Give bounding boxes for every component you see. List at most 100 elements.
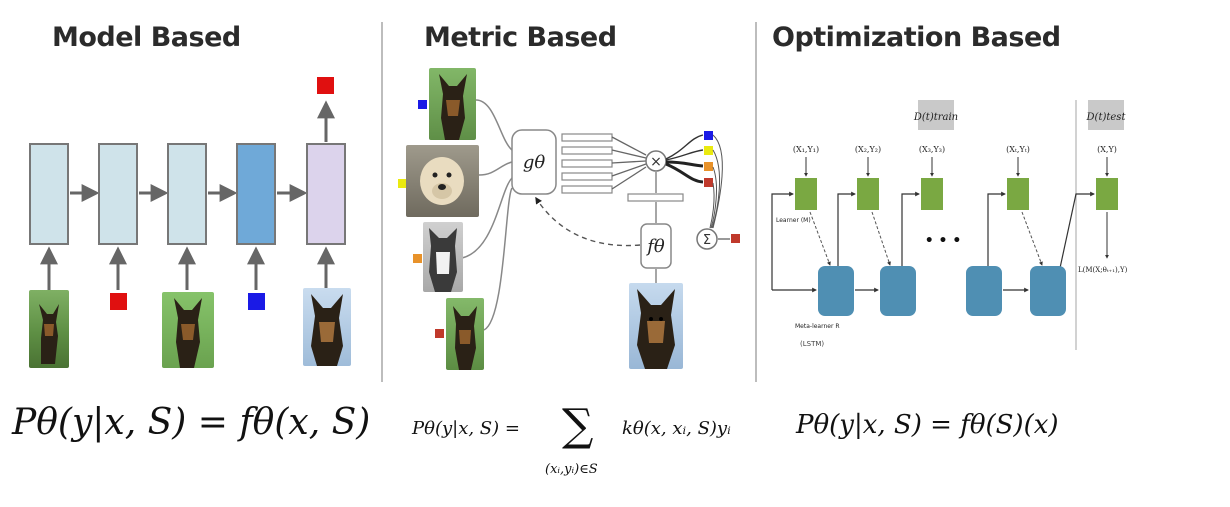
meta-learner-box-4 — [1030, 266, 1066, 316]
embedding-bar-1 — [561, 133, 613, 142]
output-label-square — [317, 77, 334, 94]
dog-photo-model-2 — [162, 292, 214, 368]
d-train-box — [918, 100, 954, 130]
theta-input-2 — [837, 191, 856, 268]
section-divider-1 — [381, 22, 383, 382]
sum-symbol: Σ — [703, 233, 711, 248]
sum-link-2 — [711, 149, 721, 229]
rnn-chain — [29, 77, 346, 310]
support-label-orange — [413, 254, 422, 263]
link-to-multiply-3 — [611, 160, 647, 164]
pair-label-5: (X,Y) — [1097, 145, 1117, 154]
pair-label-2: (X₂,Y₂) — [855, 145, 881, 154]
similarity-link-4 — [665, 162, 704, 184]
ellipsis: • • • — [925, 233, 962, 249]
rnn-cell-5 — [306, 143, 346, 245]
support-image-shepherd — [429, 68, 476, 140]
sum-link-4 — [709, 182, 715, 229]
theta-input-1 — [771, 191, 794, 290]
theta-input-4 — [987, 191, 1006, 268]
support-link-2 — [478, 161, 513, 176]
similarity-link-1 — [665, 134, 704, 160]
learner-box-3 — [921, 178, 943, 210]
g-theta-label: gθ — [523, 152, 546, 173]
loss-label: L(M(X;θₜ₊₁),Y) — [1078, 266, 1128, 274]
d-train-label: D(t)train — [913, 112, 958, 123]
f-theta-label: fθ — [645, 236, 665, 257]
predicted-class-square — [731, 234, 740, 243]
optimization-based-formula: Pθ(y|x, S) = fθ(S)(x) — [796, 410, 1059, 440]
optimization-diagram: D(t)train D(t)test (X₁,Y₁) (X₂,Y₂) (X₃,Y… — [771, 100, 1128, 350]
sum-node — [696, 228, 718, 250]
gradient-arrow-1 — [809, 211, 831, 266]
link-to-multiply-2 — [611, 149, 647, 159]
class-square-red — [704, 178, 713, 187]
multiply-symbol: × — [650, 154, 662, 170]
embedding-bar-2 — [561, 146, 613, 155]
dog-photo-model-1 — [29, 290, 69, 368]
section-title-model-based: Model Based — [52, 22, 241, 53]
link-to-multiply-4 — [611, 163, 647, 177]
learner-box-1 — [795, 178, 817, 210]
learner-box-5 — [1096, 178, 1118, 210]
learner-label: Learner (M) — [776, 217, 811, 224]
label-square-blue — [248, 293, 265, 310]
embedding-bar-5 — [561, 185, 613, 194]
similarity-link-3 — [665, 160, 704, 168]
label-square-red — [110, 293, 127, 310]
rnn-cell-3 — [167, 143, 207, 245]
pair-label-4: (Xₜ,Yₜ) — [1006, 145, 1030, 154]
meta-learner-box-3 — [966, 266, 1002, 316]
dashed-feedback-arrow — [535, 196, 641, 247]
class-square-yellow — [704, 146, 713, 155]
learner-box-4 — [1007, 178, 1029, 210]
f-theta-box — [640, 223, 672, 269]
section-title-optimization-based: Optimization Based — [772, 22, 1061, 53]
rnn-cell-1 — [29, 143, 69, 245]
similarity-link-2 — [665, 149, 704, 161]
gradient-arrow-2 — [871, 211, 891, 266]
embedding-bar-3 — [561, 159, 613, 168]
sum-link-3 — [710, 166, 717, 229]
section-title-metric-based: Metric Based — [424, 22, 617, 53]
metric-diagram: gθ × fθ — [398, 99, 740, 338]
meta-learner-label: Meta-learner R — [795, 323, 840, 330]
pair-label-1: (X₁,Y₁) — [793, 145, 819, 154]
support-image-husky — [423, 222, 463, 292]
meta-learner-box-2 — [880, 266, 916, 316]
metric-based-formula-right: kθ(x, xᵢ, S)yᵢ — [622, 418, 731, 439]
d-test-box — [1088, 100, 1124, 130]
d-test-label: D(t)test — [1086, 112, 1127, 123]
pair-label-3: (X₃,Y₃) — [919, 145, 945, 154]
support-label-yellow — [398, 179, 407, 188]
query-image-shepherd — [629, 283, 683, 369]
support-link-3 — [461, 177, 513, 259]
theta-input-5 — [1059, 191, 1095, 269]
rnn-cell-4 — [236, 143, 276, 245]
section-divider-2 — [755, 22, 757, 382]
model-based-formula: Pθ(y|x, S) = fθ(x, S) — [12, 402, 371, 443]
rnn-cell-2 — [98, 143, 138, 245]
gradient-arrow-3 — [1021, 211, 1043, 266]
metric-based-formula-subscript: (xᵢ,yᵢ)∈S — [545, 462, 598, 477]
g-theta-box — [511, 129, 557, 195]
dog-photo-model-3 — [303, 288, 351, 366]
theta-input-3 — [901, 191, 920, 268]
support-label-blue — [418, 100, 427, 109]
support-image-shepherd-2 — [446, 298, 484, 370]
support-link-1 — [475, 99, 513, 151]
support-image-labrador — [406, 145, 479, 217]
class-square-blue — [704, 131, 713, 140]
lstm-label: (LSTM) — [800, 340, 824, 348]
query-embedding-bar — [627, 193, 684, 202]
link-to-multiply-1 — [611, 136, 647, 156]
embedding-bar-4 — [561, 172, 613, 181]
learner-box-2 — [857, 178, 879, 210]
meta-learner-box-1 — [818, 266, 854, 316]
class-square-orange — [704, 162, 713, 171]
support-label-red — [435, 329, 444, 338]
query-link — [483, 187, 513, 331]
metric-based-formula-sum: ∑ — [562, 400, 594, 451]
metric-based-formula-left: Pθ(y|x, S) = — [412, 418, 520, 439]
